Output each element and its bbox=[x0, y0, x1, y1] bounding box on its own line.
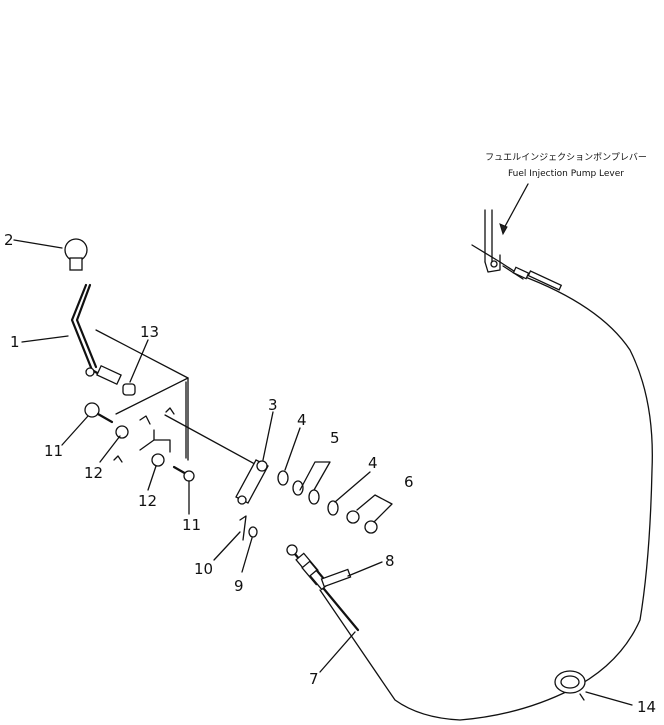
leader-12b bbox=[147, 465, 157, 491]
cable-end-fitting bbox=[512, 266, 530, 280]
cable-lower-end bbox=[286, 544, 360, 632]
leader-7 bbox=[319, 631, 356, 673]
clip-c bbox=[113, 455, 123, 463]
bracket-plate bbox=[95, 329, 189, 461]
pump-lever-leader bbox=[502, 183, 529, 231]
callout-3: 3 bbox=[268, 396, 278, 414]
cable-end-rod bbox=[527, 270, 563, 291]
clip-b bbox=[165, 407, 175, 415]
bolt-upper bbox=[84, 402, 114, 424]
callout-9: 9 bbox=[234, 577, 244, 595]
leader-12a bbox=[99, 435, 121, 463]
pin bbox=[248, 526, 258, 538]
bracket-connector bbox=[139, 429, 155, 451]
lever-knob bbox=[64, 238, 88, 271]
pump-lever-bracket bbox=[471, 209, 501, 273]
leader-13 bbox=[129, 339, 149, 383]
callout-4a: 4 bbox=[297, 411, 307, 429]
leader-6 bbox=[356, 494, 393, 523]
leader-2 bbox=[13, 239, 63, 249]
callout-5: 5 bbox=[330, 429, 340, 447]
bolt-8 bbox=[320, 568, 352, 588]
collar bbox=[122, 383, 136, 396]
callout-10: 10 bbox=[194, 560, 213, 578]
pump-lever-note-en: Fuel Injection Pump Lever bbox=[508, 169, 624, 179]
leader-11a bbox=[61, 415, 89, 446]
washer-4a bbox=[277, 470, 289, 486]
leader-5 bbox=[299, 461, 331, 491]
callout-6: 6 bbox=[404, 473, 414, 491]
callout-13: 13 bbox=[140, 323, 159, 341]
callout-8: 8 bbox=[385, 552, 395, 570]
cable-clamp bbox=[554, 670, 586, 701]
leader-10 bbox=[213, 531, 241, 561]
callout-1: 1 bbox=[10, 333, 20, 351]
pump-lever-arrowhead bbox=[499, 223, 508, 236]
washer-5a bbox=[292, 480, 304, 496]
leader-1 bbox=[21, 335, 69, 343]
callout-12b: 12 bbox=[138, 492, 157, 510]
callout-14: 14 bbox=[637, 698, 656, 716]
nut-6a bbox=[346, 510, 360, 524]
cotter-pin bbox=[239, 515, 247, 541]
control-cable bbox=[319, 261, 653, 721]
callout-7: 7 bbox=[309, 670, 319, 688]
callout-2: 2 bbox=[4, 231, 14, 249]
leader-3 bbox=[262, 411, 274, 461]
washer-5b bbox=[308, 489, 320, 505]
lever-arm bbox=[164, 414, 269, 505]
bracket-connector-2 bbox=[153, 439, 171, 453]
leader-14 bbox=[585, 691, 633, 706]
washer-lower bbox=[151, 453, 165, 467]
callout-11a: 11 bbox=[44, 442, 63, 460]
leader-8 bbox=[347, 561, 383, 577]
bolt-lower bbox=[172, 465, 195, 482]
callout-4b: 4 bbox=[368, 454, 378, 472]
clip-a bbox=[139, 415, 151, 425]
nut-6b bbox=[364, 520, 378, 534]
callout-11b: 11 bbox=[182, 516, 201, 534]
leader-4b bbox=[334, 471, 371, 503]
leader-9 bbox=[241, 537, 253, 573]
washer-upper bbox=[115, 425, 129, 439]
callout-12a: 12 bbox=[84, 464, 103, 482]
pump-lever-note-jp: フュエルインジェクションポンプレバー bbox=[485, 152, 647, 163]
washer-4b bbox=[327, 500, 339, 516]
leader-4a bbox=[284, 427, 301, 471]
control-lever bbox=[70, 283, 122, 386]
